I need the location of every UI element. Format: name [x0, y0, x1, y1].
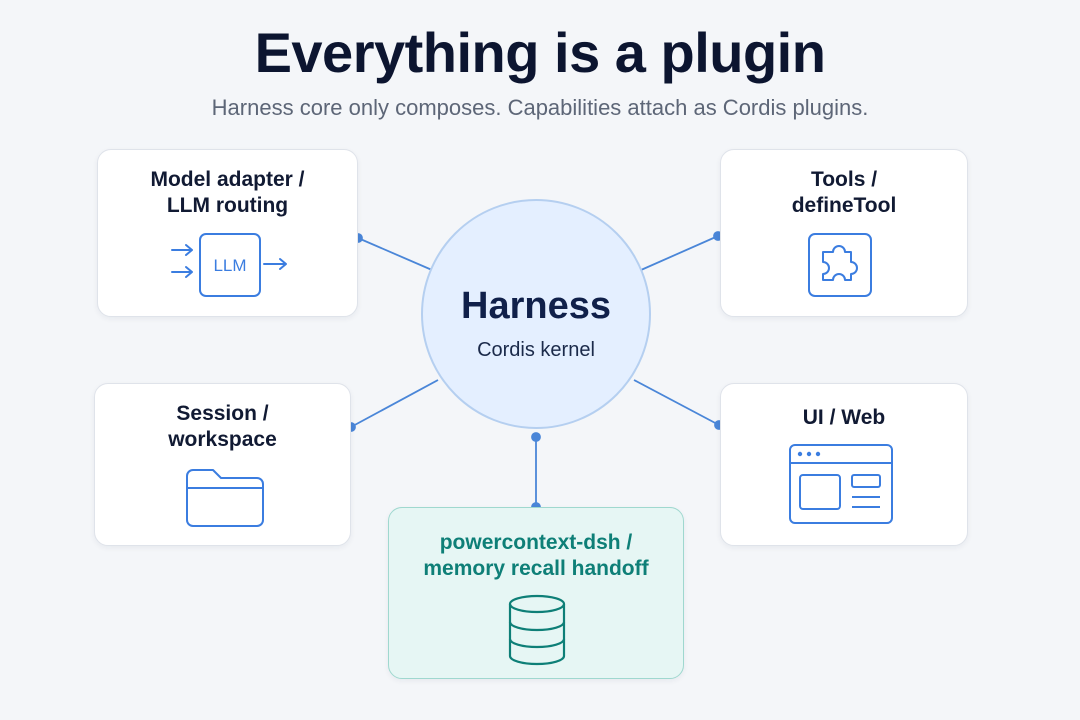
folder-icon	[186, 469, 264, 527]
database-icon	[508, 594, 566, 666]
connector-tools	[640, 235, 719, 271]
plugin-card-ui-web: UI / Web	[720, 383, 968, 546]
page-subtitle: Harness core only composes. Capabilities…	[211, 95, 869, 120]
plugin-card-session: Session / workspace	[94, 383, 351, 546]
llm-routing-icon: LLM	[171, 233, 287, 297]
plugin-label-tools: Tools / defineTool	[791, 168, 897, 217]
plugin-card-tools: Tools / defineTool	[720, 149, 968, 317]
plugin-card-memory: powercontext-dsh / memory recall handoff	[388, 507, 684, 679]
connector-dot-hub-bottom	[531, 432, 541, 442]
puzzle-piece-icon	[808, 233, 872, 297]
connector-ui	[633, 379, 720, 426]
plugin-label-model-adapter: Model adapter / LLM routing	[150, 168, 305, 217]
page-title: Everything is a plugin	[254, 21, 826, 84]
connector-session	[350, 379, 439, 428]
plugin-label-memory: powercontext-dsh / memory recall handoff	[423, 531, 649, 580]
harness-hub: Harness Cordis kernel	[421, 199, 651, 429]
browser-window-icon	[789, 444, 893, 524]
llm-icon-text: LLM	[213, 256, 246, 275]
hub-title: Harness	[461, 285, 611, 327]
connector-model	[357, 237, 433, 271]
plugin-label-session: Session / workspace	[168, 402, 277, 451]
plugin-card-model-adapter: Model adapter / LLM routing LLM	[97, 149, 358, 317]
hub-subtitle: Cordis kernel	[477, 339, 595, 361]
plugin-label-ui-web: UI / Web	[802, 406, 886, 429]
